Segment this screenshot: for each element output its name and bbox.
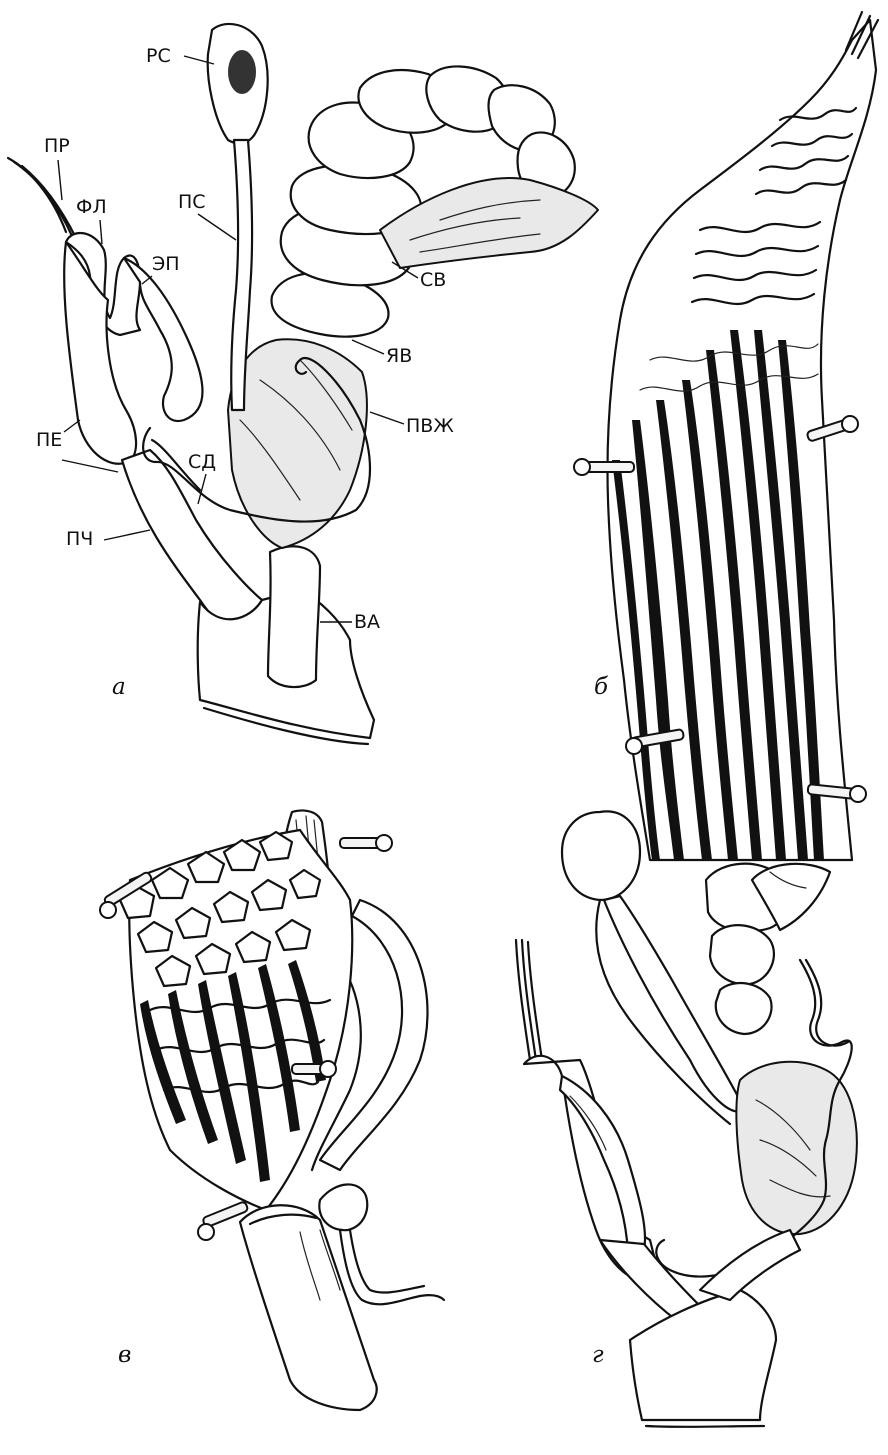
panel-g: г [516, 811, 857, 1426]
label-sv: СВ [420, 269, 446, 291]
lower-tube-v [240, 1205, 377, 1410]
label-fl: ФЛ [76, 196, 107, 218]
panel-letter-b: б [594, 674, 609, 700]
va-duct-a [268, 546, 320, 687]
panel-letter-a: а [112, 674, 126, 700]
small-sac-v [319, 1184, 367, 1230]
label-sd: СД [188, 451, 216, 473]
free-oviduct-g [700, 1230, 800, 1300]
albumen-gland-g [736, 1062, 856, 1234]
label-pch: ПЧ [66, 528, 93, 550]
label-yav: ЯВ [386, 345, 412, 367]
spermoviduct-coil-g3 [716, 983, 772, 1034]
label-pr: ПР [44, 135, 70, 157]
label-ps: ПС [178, 191, 206, 213]
label-pvzh: ПВЖ [406, 415, 454, 437]
retractor-muscle-g [516, 940, 542, 1060]
pin-v3 [292, 1061, 336, 1077]
pin-v2 [340, 835, 392, 851]
label-ep: ЭП [152, 253, 180, 275]
label-rs: РС [146, 45, 171, 67]
panel-a: ПР ФЛ ЭП ПЕ ПЧ РС ПС СВ ЯВ ПВЖ СД ВА а [8, 24, 598, 744]
spermatheca-reservoir [228, 50, 256, 94]
retractor-muscle-a [8, 158, 76, 238]
label-va: ВА [354, 611, 380, 633]
spermatheca-g [562, 811, 640, 900]
atrium-g [630, 1290, 776, 1420]
pin-b1 [574, 459, 634, 475]
panel-letter-g: г [592, 1342, 604, 1368]
panel-b: б [574, 12, 878, 860]
label-pe: ПЕ [36, 429, 62, 451]
panel-letter-v: в [118, 1342, 131, 1368]
panel-v: в [100, 810, 444, 1410]
spermoviduct-coil-g2 [710, 925, 774, 984]
